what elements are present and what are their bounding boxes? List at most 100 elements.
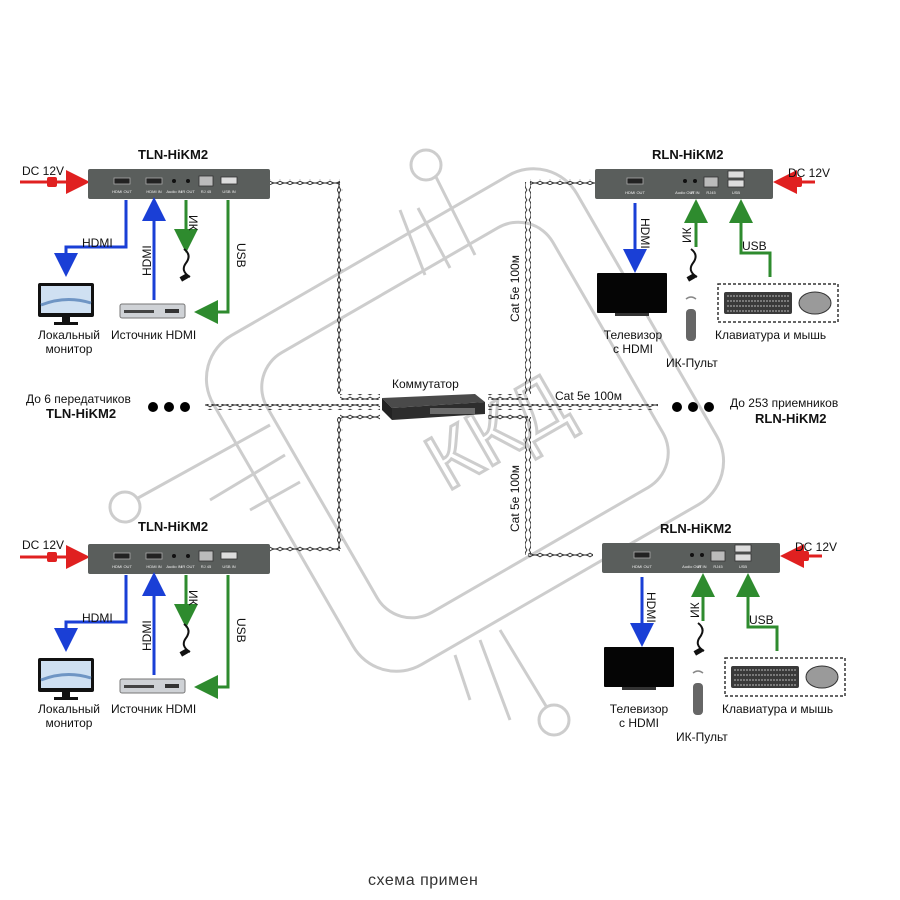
usb-port-icon: [727, 179, 745, 188]
usb-port-icon: [220, 176, 238, 185]
local-monitor-icon: [38, 283, 94, 325]
audio-jack-icon: [690, 553, 694, 557]
tx-top-hdmi-in-label: HDMI: [140, 245, 154, 276]
usb-port-icon: [734, 544, 752, 553]
usb-port-icon: [734, 553, 752, 562]
hdmi-port-icon: [113, 177, 131, 185]
mid-cable-label: Cat 5e 100м: [555, 389, 622, 403]
usb-arrow: [194, 575, 230, 699]
rx-bottom-usb-label: USB: [749, 613, 774, 627]
keyboard-mouse-icon: [724, 657, 846, 697]
tx-top-power-label: DC 12V: [22, 164, 65, 178]
network-switch-icon: [382, 394, 485, 420]
ir-emitter-cable-icon: [179, 623, 191, 657]
rx-bottom-model-label: RLN-HiKM2: [660, 521, 732, 536]
tx-top-model-label: TLN-HiKM2: [138, 147, 209, 162]
hdmi-port-icon: [633, 551, 651, 559]
rx-top-power-label: DC 12V: [788, 166, 831, 180]
tx-top-source-label: Источник HDMI: [111, 328, 197, 342]
port-label: IR IN: [697, 564, 706, 569]
port-label: RJ 45: [201, 564, 212, 569]
port-label: IR OUT: [181, 564, 195, 569]
rx-count-label: До 253 приемников: [730, 396, 839, 410]
ir-emitter-cable-icon: [179, 248, 191, 282]
rj45-port-icon: [198, 550, 214, 562]
port-label: Audio IN: [166, 189, 181, 194]
local-monitor-icon: [38, 658, 94, 700]
keyboard-icon: [731, 666, 799, 688]
port-label: USB: [732, 190, 741, 195]
port-label: Audio OUT: [682, 564, 702, 569]
port-label: USB IN: [222, 564, 235, 569]
ellipsis-dots-left: [148, 402, 190, 412]
mouse-icon: [805, 665, 839, 689]
hdmi-port-icon: [626, 177, 644, 185]
rx-top-tv-label: Телевизор с HDMI: [603, 328, 663, 356]
keyboard-icon: [724, 292, 792, 314]
rx-top-hdmi-label: HDMI: [638, 218, 652, 249]
port-label: RJ45: [713, 564, 723, 569]
caption: схема примен: [368, 872, 479, 889]
usb-arrow: [194, 200, 230, 324]
tx-count-label: До 6 передатчиков: [26, 392, 131, 406]
ir-signal-icon: [692, 670, 704, 674]
dashed-box: [724, 657, 846, 697]
power-plug-icon: [47, 552, 57, 562]
rx-bottom-tv-label: Телевизор с HDMI: [609, 702, 669, 730]
rx-top-usb-label: USB: [742, 239, 767, 253]
ir-jack-icon: [186, 554, 190, 558]
audio-jack-icon: [683, 179, 687, 183]
port-label: HDMI OUT: [112, 189, 132, 194]
port-label: IR OUT: [181, 189, 195, 194]
tv-icon: [597, 273, 667, 316]
rx-top-remote-label: ИК-Пульт: [666, 356, 718, 370]
tv-icon: [604, 647, 674, 690]
tx-bottom-usb-label: USB: [234, 618, 248, 643]
ir-remote-icon: [685, 296, 697, 341]
rx-top-cable-label: Cat 5e 100м: [508, 255, 522, 322]
tx-bottom-hdmi-out-label: HDMI: [82, 611, 113, 625]
tx-bottom-ir-label: ИК: [186, 590, 200, 606]
usb-port-icon: [727, 170, 745, 179]
port-label: HDMI IN: [146, 189, 161, 194]
tx-top-usb-label: USB: [234, 243, 248, 268]
port-label: HDMI OUT: [625, 190, 645, 195]
ir-remote-icon: [692, 670, 704, 715]
ellipsis-dots-right: [672, 402, 714, 412]
rx-top-ir-label: ИК: [680, 227, 694, 243]
power-plug-icon: [792, 177, 802, 187]
rj45-port-icon: [710, 550, 726, 562]
rx-top-model-label: RLN-HiKM2: [652, 147, 724, 162]
tx-bottom-hdmi-in-label: HDMI: [140, 620, 154, 651]
switch-label: Коммутатор: [392, 377, 459, 391]
tx-count-model: TLN-HiKM2: [46, 406, 117, 421]
tx-top-monitor-label: Локальный монитор: [38, 328, 100, 356]
hdmi-out-arrow: [54, 200, 128, 277]
ir-receiver-cable-icon: [686, 248, 698, 282]
port-label: RJ 45: [201, 189, 212, 194]
port-label: USB IN: [222, 189, 235, 194]
tx-bottom-monitor-label: Локальный монитор: [38, 702, 100, 730]
hdmi-source-player-icon: [119, 303, 186, 319]
audio-jack-icon: [172, 179, 176, 183]
rx-count-model: RLN-HiKM2: [755, 411, 827, 426]
port-label: Audio OUT: [675, 190, 695, 195]
keyboard-mouse-icon: [717, 283, 839, 323]
tx-top-ir-label: ИК: [186, 215, 200, 231]
usb-port-icon: [220, 551, 238, 560]
tx-bottom-power-label: DC 12V: [22, 538, 65, 552]
usb-arrow: [729, 199, 772, 277]
dashed-box: [717, 283, 839, 323]
device-body: [88, 544, 270, 574]
port-label: RJ45: [706, 190, 716, 195]
ir-jack-icon: [186, 179, 190, 183]
rx-bottom-remote-label: ИК-Пульт: [676, 730, 728, 744]
ir-signal-icon: [685, 296, 697, 300]
hdmi-port-icon: [145, 177, 163, 185]
rj45-port-icon: [703, 176, 719, 188]
usb-arrow: [736, 573, 779, 651]
ir-receiver-cable-icon: [693, 622, 705, 656]
